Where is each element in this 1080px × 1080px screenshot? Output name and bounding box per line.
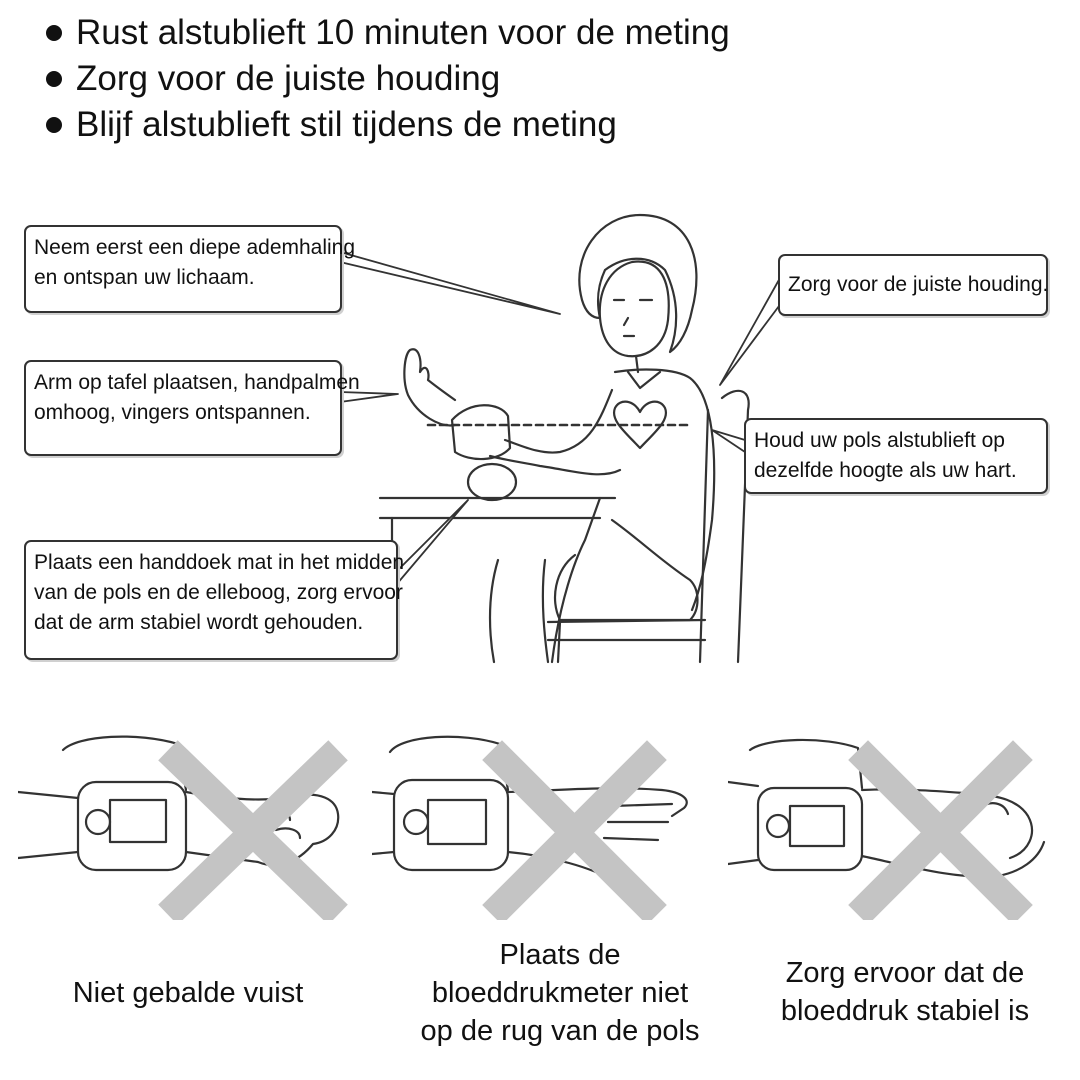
callout-line: Arm op tafel plaatsen, handpalmen [34,371,360,394]
callout-arm: Arm op tafel plaatsen, handpalmen omhoog… [24,360,360,456]
woman-arm [503,388,614,454]
woman-legs [553,518,699,622]
instruction-text: Zorg voor de juiste houding [76,59,501,98]
instruction-text: Rust alstublieft 10 minuten voor de meti… [76,13,730,52]
instruction-item: Blijf alstublieft stil tijdens de meting [42,102,730,148]
callout-line: dezelfde hoogte als uw hart. [754,459,1017,482]
heart-icon [612,400,668,450]
caption-line: bloeddrukmeter niet [431,977,689,1009]
caption-line: Niet gebalde vuist [72,977,304,1009]
cuff-strap [748,738,864,790]
monitor-screen [788,804,846,848]
woman-face [598,260,670,358]
monitor-screen [108,798,168,844]
callout-line: en ontspan uw lichaam. [34,266,255,289]
cross-icon [158,740,348,920]
callout-tail-posture [719,277,783,386]
caption-back-of-wrist: Plaats de bloeddrukmeter niet op de rug … [380,936,740,1050]
instruction-list: Rust alstublieft 10 minuten voor de meti… [42,10,730,148]
bullet-dot [46,117,62,133]
callout-towel: Plaats een handdoek mat in het midden va… [24,540,405,660]
monitor-body [392,778,510,872]
instruction-text: Blijf alstublieft stil tijdens de meting [76,105,617,144]
callout-heart: Houd uw pols alstublieft op dezelfde hoo… [744,418,1048,494]
wrist-cuff [450,404,512,461]
monitor-screen [426,798,488,846]
caption-fist: Niet gebalde vuist [18,974,358,1012]
wrong-example-back-of-wrist [372,735,688,920]
towel-roll [466,462,518,502]
callout-line: Neem eerst een diepe ademhaling [34,236,356,259]
callout-line: Houd uw pols alstublieft op [754,429,1005,452]
caption-stable: Zorg ervoor dat de bloeddruk stabiel is [740,954,1070,1030]
instruction-item: Rust alstublieft 10 minuten voor de meti… [42,10,730,56]
cuff-strap [61,735,188,792]
seated-woman-illustration [339,213,783,664]
callout-tail-breath [339,251,561,315]
cuff-strap [388,735,510,792]
callout-line: omhoog, vingers ontspannen. [34,401,311,424]
callout-line: Zorg voor de juiste houding. [788,273,1049,296]
callout-line: Plaats een handdoek mat in het midden [34,551,405,574]
bullet-dot [46,71,62,87]
monitor-body [76,780,188,872]
callout-tail-heart [711,429,746,453]
hand [403,348,457,427]
cross-icon [482,740,667,920]
woman-hair [578,213,698,354]
callout-posture: Zorg voor de juiste houding. [778,254,1048,316]
callout-breath: Neem eerst een diepe ademhaling en ontsp… [24,225,356,313]
caption-line: bloeddruk stabiel is [780,995,1030,1027]
caption-line: op de rug van de pols [420,1015,700,1047]
callout-line: van de pols en de elleboog, zorg ervoor [34,581,403,604]
caption-line: Zorg ervoor dat de [785,957,1025,989]
callout-tail-towel [395,499,469,586]
woman-torso [613,368,716,612]
monitor-body [756,786,864,872]
instruction-item: Zorg voor de juiste houding [42,56,730,102]
wrong-example-fist [18,735,348,920]
caption-line: Plaats de [499,939,621,971]
chair-back [720,389,750,664]
wrong-example-bent-wrist [728,738,1046,920]
callout-line: dat de arm stabiel wordt gehouden. [34,611,364,634]
cross-icon [848,740,1033,920]
bullet-dot [46,25,62,41]
